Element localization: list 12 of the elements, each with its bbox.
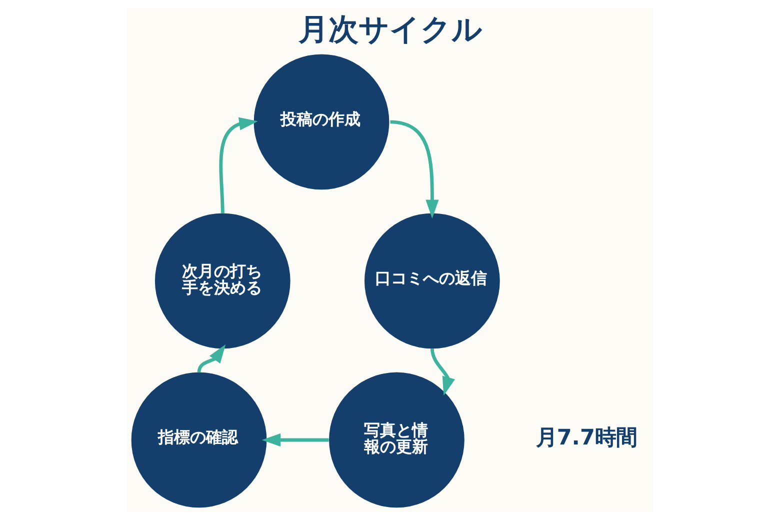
node-circle: 指標の確認 bbox=[131, 372, 267, 508]
node-circle: 投稿の作成 bbox=[254, 54, 390, 190]
arrow bbox=[390, 120, 439, 218]
node-circle: 口コミへの返信 bbox=[364, 213, 500, 349]
label: 月7.7時間 bbox=[536, 425, 637, 450]
node-circle: 写真と情報の更新 bbox=[329, 372, 464, 508]
arrow bbox=[262, 433, 329, 447]
arrow bbox=[219, 117, 258, 214]
arrow bbox=[430, 348, 456, 396]
arrow bbox=[197, 344, 226, 372]
node-circle: 次月の打ち手を決める bbox=[154, 213, 290, 349]
diagram-title: 月次サイクル bbox=[298, 12, 483, 48]
